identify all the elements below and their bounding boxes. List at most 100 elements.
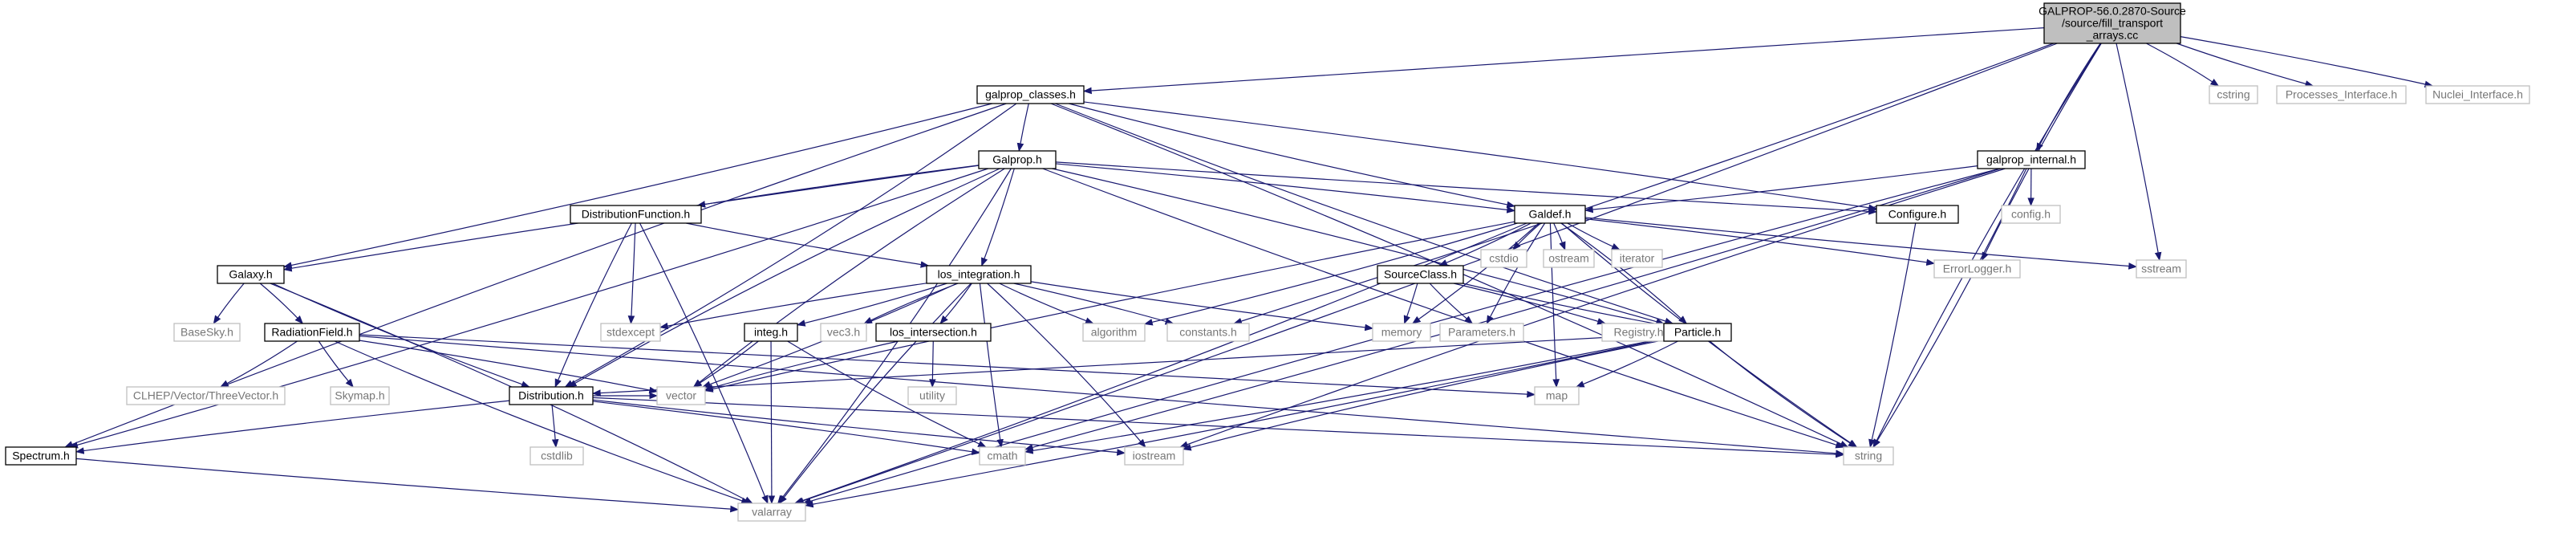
node-map[interactable]: map xyxy=(1534,386,1580,405)
node-label: ErrorLogger.h xyxy=(1943,262,2012,275)
edge-integ-to-cmath xyxy=(787,340,987,448)
node-box xyxy=(2043,2,2181,44)
node-box xyxy=(570,205,702,224)
node-galaxy[interactable]: Galaxy.h xyxy=(217,265,285,284)
node-spectrum[interactable]: Spectrum.h xyxy=(5,446,77,466)
node-sstream[interactable]: sstream xyxy=(2136,259,2187,279)
edge-root-to-string xyxy=(1872,43,2102,448)
node-distributionfunction[interactable]: DistributionFunction.h xyxy=(570,205,702,224)
node-galdef[interactable]: Galdef.h xyxy=(1514,205,1586,224)
node-galprop_classes[interactable]: galprop_classes.h xyxy=(976,85,1085,104)
node-label: memory xyxy=(1381,326,1422,339)
node-skymap[interactable]: Skymap.h xyxy=(330,386,390,405)
edge-galprop_classes-to-distribution xyxy=(564,103,1017,388)
node-galprop[interactable]: Galprop.h xyxy=(978,150,1057,169)
node-config[interactable]: config.h xyxy=(2001,205,2061,224)
node-radiationfield[interactable]: RadiationField.h xyxy=(264,323,360,342)
node-label: Skymap.h xyxy=(335,389,384,402)
edge-galprop_classes-to-string xyxy=(1050,103,1849,448)
node-box xyxy=(173,323,241,342)
node-particle[interactable]: Particle.h xyxy=(1663,323,1732,342)
edge-distributionfunction-to-stdexcept xyxy=(627,222,636,325)
node-algorithm[interactable]: algorithm xyxy=(1082,323,1146,342)
node-box xyxy=(1534,386,1580,405)
node-basesky[interactable]: BaseSky.h xyxy=(173,323,241,342)
node-label: utility xyxy=(919,389,945,402)
node-ostream[interactable]: ostream xyxy=(1543,249,1595,268)
edge-galprop-to-spectrum xyxy=(69,168,988,449)
node-box xyxy=(656,386,706,405)
node-box xyxy=(979,446,1026,466)
edge-los_integration-to-stdexcept xyxy=(659,283,927,330)
node-los_intersection[interactable]: los_intersection.h xyxy=(875,323,992,342)
node-utility[interactable]: utility xyxy=(907,386,957,405)
node-root[interactable]: GALPROP-56.0.2870-Source/source/fill_tra… xyxy=(2038,2,2186,44)
node-vector[interactable]: vector xyxy=(656,386,706,405)
edge-galdef-to-memory xyxy=(1411,222,1540,324)
node-label: cstdlib xyxy=(541,450,573,462)
node-cstdlib[interactable]: cstdlib xyxy=(529,446,584,466)
edge-los_integration-to-constants xyxy=(1013,283,1174,325)
file-nodes: GALPROP-56.0.2870-Source/source/fill_tra… xyxy=(5,2,2530,522)
node-cmath[interactable]: cmath xyxy=(979,446,1026,466)
edge-particle-to-distribution xyxy=(591,333,1665,397)
node-iostream[interactable]: iostream xyxy=(1124,446,1184,466)
edge-root-to-galprop_internal xyxy=(2036,43,2101,152)
node-box xyxy=(1480,249,1527,268)
node-box xyxy=(1377,265,1464,284)
node-galprop_internal[interactable]: galprop_internal.h xyxy=(1977,150,2086,169)
node-string[interactable]: string xyxy=(1843,446,1894,466)
node-cstring[interactable]: cstring xyxy=(2209,85,2258,104)
node-label: Configure.h xyxy=(1888,208,1946,221)
edge-root-to-processes_interface xyxy=(2176,43,2314,87)
node-label: los_integration.h xyxy=(938,268,1020,281)
node-label: BaseSky.h xyxy=(181,326,233,339)
node-label: CLHEP/Vector/ThreeVector.h xyxy=(133,389,278,402)
node-constants[interactable]: constants.h xyxy=(1166,323,1250,342)
edge-los_integration-to-los_intersection xyxy=(939,283,972,324)
node-label: vec3.h xyxy=(827,326,860,339)
node-label: ostream xyxy=(1548,252,1589,265)
node-box xyxy=(5,446,77,466)
edge-galdef-to-parameters xyxy=(1486,222,1546,324)
edge-particle-to-iostream xyxy=(1182,339,1665,451)
edge-root-to-constants xyxy=(1233,43,2055,325)
node-label: algorithm xyxy=(1091,326,1138,339)
node-box xyxy=(2276,85,2407,104)
node-errorlogger[interactable]: ErrorLogger.h xyxy=(1933,259,2021,279)
node-integ[interactable]: integ.h xyxy=(744,323,798,342)
node-registry[interactable]: Registry.h xyxy=(1601,323,1676,342)
node-nuclei_interface[interactable]: Nuclei_Interface.h xyxy=(2425,85,2530,104)
node-label: constants.h xyxy=(1179,326,1237,339)
node-box xyxy=(1439,323,1524,342)
node-box xyxy=(509,386,594,405)
node-label: sstream xyxy=(2141,262,2181,275)
node-iterator[interactable]: iterator xyxy=(1611,249,1663,268)
node-box xyxy=(330,386,390,405)
edge-radiationfield-to-skymap xyxy=(318,340,354,388)
node-clhep[interactable]: CLHEP/Vector/ThreeVector.h xyxy=(126,386,286,405)
node-valarray[interactable]: valarray xyxy=(737,502,806,522)
node-box xyxy=(976,85,1085,104)
node-label: iostream xyxy=(1133,450,1176,462)
node-stdexcept[interactable]: stdexcept xyxy=(600,323,661,342)
node-memory[interactable]: memory xyxy=(1372,323,1431,342)
node-processes_interface[interactable]: Processes_Interface.h xyxy=(2276,85,2407,104)
edge-particle-to-valarray xyxy=(804,338,1665,508)
node-vec3[interactable]: vec3.h xyxy=(820,323,867,342)
node-cstdio[interactable]: cstdio xyxy=(1480,249,1527,268)
edge-distribution-to-cmath xyxy=(592,401,981,456)
edge-radiationfield-to-vector xyxy=(359,340,659,394)
node-label: Galprop.h xyxy=(992,153,1041,166)
node-box xyxy=(1933,259,2021,279)
edge-distributionfunction-to-los_integration xyxy=(686,222,930,268)
node-parameters[interactable]: Parameters.h xyxy=(1439,323,1524,342)
node-label: Processes_Interface.h xyxy=(2286,88,2397,101)
node-distribution[interactable]: Distribution.h xyxy=(509,386,594,405)
node-configure[interactable]: Configure.h xyxy=(1876,205,1959,224)
edge-galdef-to-sourceclass xyxy=(1438,222,1531,266)
node-label: SourceClass.h xyxy=(1384,268,1457,281)
node-sourceclass[interactable]: SourceClass.h xyxy=(1377,265,1464,284)
node-los_integration[interactable]: los_integration.h xyxy=(926,265,1032,284)
